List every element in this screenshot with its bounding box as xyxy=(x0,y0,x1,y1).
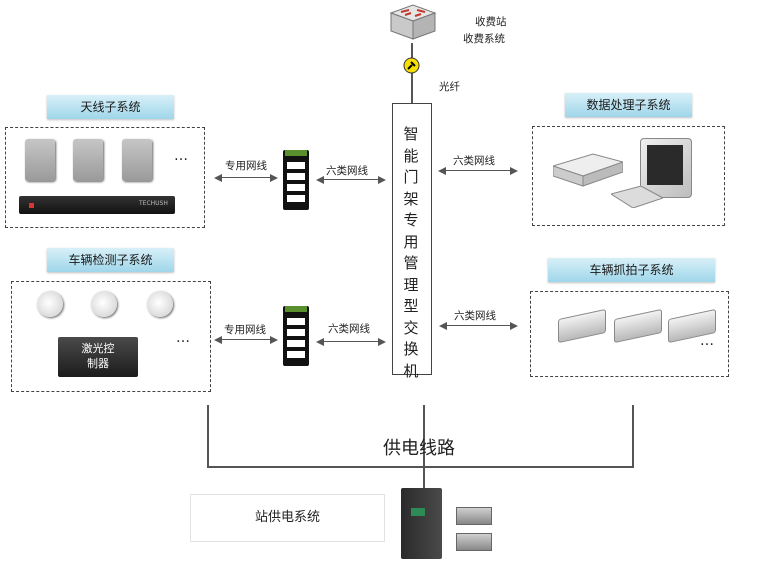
core-switch-char: 智 xyxy=(403,125,419,143)
laser-detector-icon xyxy=(147,291,173,317)
core-switch-char: 管 xyxy=(403,254,419,272)
ups-cabinet-icon xyxy=(401,488,442,559)
laser-detector-icon xyxy=(91,291,117,317)
core-switch xyxy=(392,103,432,375)
station-power-box: 站供电系统 xyxy=(190,494,385,542)
core-switch-char: 用 xyxy=(403,232,419,251)
link-switch-core-top xyxy=(316,175,386,184)
power-line-ups xyxy=(423,466,425,488)
battery-icon xyxy=(456,507,492,525)
link-antenna-switch xyxy=(214,173,278,182)
monitor-icon xyxy=(640,138,692,198)
dedicated-cable-label-bottom: 专用网线 xyxy=(224,324,266,336)
dedicated-cable-label-top: 专用网线 xyxy=(225,160,267,172)
server-icon xyxy=(551,152,625,188)
vehicle-detection-title: 车辆检测子系统 xyxy=(47,248,174,272)
data-processing-title: 数据处理子系统 xyxy=(565,93,692,117)
antenna-ellipsis: … xyxy=(174,148,189,164)
data-processing-frame xyxy=(532,126,725,226)
core-switch-char: 架 xyxy=(403,189,419,208)
core-switch-char: 型 xyxy=(403,297,419,315)
cat6-cable-label-bottom: 六类网线 xyxy=(328,323,370,335)
core-switch-char: 专 xyxy=(403,211,419,229)
core-switch-label: 智能门架专用管理型交换机 xyxy=(401,124,421,382)
core-switch-char: 换 xyxy=(403,340,419,358)
cat6-cable-label-top: 六类网线 xyxy=(326,165,368,177)
vehicle-detection-frame xyxy=(11,281,211,392)
capture-ellipsis: … xyxy=(700,333,715,349)
vehicle-capture-frame xyxy=(530,291,729,377)
laser-detector-icon xyxy=(37,291,63,317)
antenna-panel-icon xyxy=(122,139,152,181)
router-icon xyxy=(383,3,443,43)
antenna-subsystem-title: 天线子系统 xyxy=(47,95,174,119)
vehicle-capture-title: 车辆抓拍子系统 xyxy=(548,258,715,282)
power-bus-label: 供电线路 xyxy=(383,438,455,459)
antenna-panel-icon xyxy=(73,139,103,181)
keyboard-icon xyxy=(609,185,665,209)
toll-station-label: 收费站 xyxy=(475,16,507,28)
core-switch-char: 门 xyxy=(403,168,419,186)
power-bus xyxy=(207,466,634,468)
core-switch-char: 能 xyxy=(403,146,419,165)
link-core-dataproc xyxy=(438,166,518,175)
power-line-left xyxy=(207,405,209,467)
power-line-right xyxy=(632,405,634,467)
link-detection-switch xyxy=(214,335,278,344)
core-switch-char: 交 xyxy=(403,318,419,337)
rsu-logo: TECHUSH xyxy=(139,200,168,207)
laser-controller-label-2: 制器 xyxy=(87,357,109,370)
link-switch-core-bottom xyxy=(316,337,386,346)
network-switch-icon xyxy=(283,150,309,210)
core-switch-char: 机 xyxy=(403,361,419,380)
link-core-capture xyxy=(439,321,518,330)
cat6-cable-label-right-top: 六类网线 xyxy=(453,155,495,167)
core-switch-char: 理 xyxy=(403,275,419,294)
network-switch-icon xyxy=(283,306,309,366)
antenna-panel-icon xyxy=(25,139,55,181)
power-line-center xyxy=(423,405,425,467)
station-power-label: 站供电系统 xyxy=(254,510,320,525)
cat6-cable-label-right-bottom: 六类网线 xyxy=(454,310,496,322)
toll-system-label: 收费系统 xyxy=(463,33,505,45)
battery-icon xyxy=(456,533,492,551)
laser-controller: 激光控 制器 xyxy=(58,337,138,377)
antenna-subsystem-frame xyxy=(5,127,205,228)
fiber-label: 光纤 xyxy=(439,81,460,93)
fiber-connector-icon xyxy=(403,57,420,74)
laser-controller-label-1: 激光控 xyxy=(81,342,115,355)
rsu-controller-icon: TECHUSH xyxy=(19,196,175,214)
detection-ellipsis: … xyxy=(176,330,191,346)
